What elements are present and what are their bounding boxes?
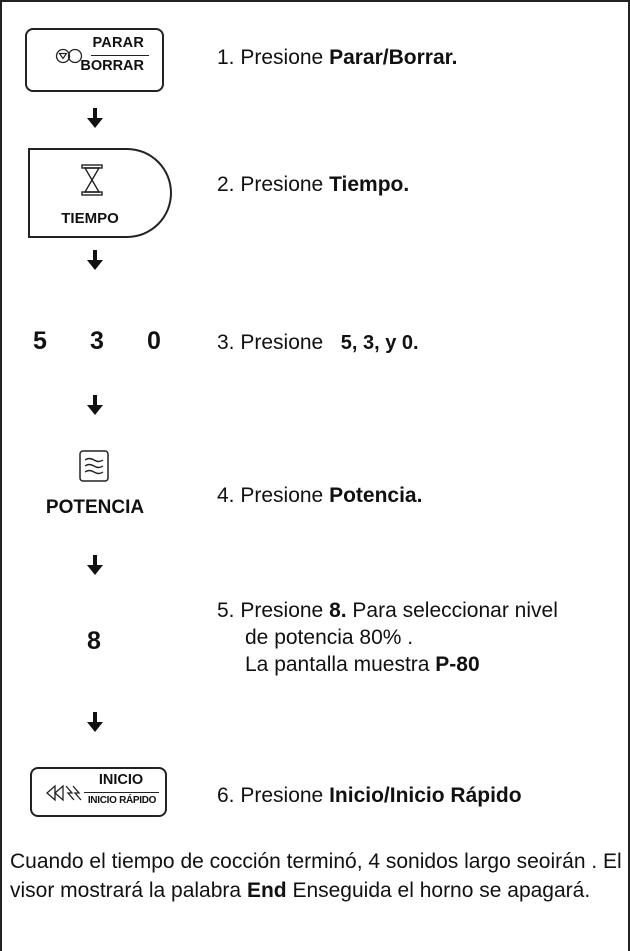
arrow-down-icon <box>87 250 103 270</box>
key-edge <box>28 148 30 238</box>
borrar-label: BORRAR <box>80 58 144 74</box>
tiempo-label: TIEMPO <box>61 210 119 227</box>
step-4-text: 4. Presione Potencia. <box>217 484 423 507</box>
step-5-line-2: de potencia 80% . <box>245 626 414 649</box>
footer-note: Cuando el tiempo de cocción terminó, 4 s… <box>10 850 622 902</box>
number-5: 5 <box>33 327 47 355</box>
step-3-text: 3. Presione 5, 3, y 0. <box>217 331 419 354</box>
step-1-text: 1. Presione Parar/Borrar. <box>217 46 458 69</box>
arrow-down-icon <box>87 395 103 415</box>
inicio-rapido-label: INICIO RÁPIDO <box>87 795 157 806</box>
step-5-text: 5. Presione 8. Para seleccionar nivel <box>217 599 558 622</box>
hourglass-icon <box>81 164 103 196</box>
inicio-label: INICIO <box>98 772 144 788</box>
number-3: 3 <box>90 327 104 355</box>
parar-label: PARAR <box>92 35 144 51</box>
potencia-label: POTENCIA <box>45 497 145 518</box>
step-6-text: 6. Presione Inicio/Inicio Rápido <box>217 784 522 807</box>
number-8: 8 <box>87 627 101 655</box>
power-level-icon <box>79 450 109 482</box>
start-icon <box>46 784 82 802</box>
step-2-text: 2. Presione Tiempo. <box>217 173 410 196</box>
stop-icon <box>55 48 83 64</box>
key-divider <box>91 55 149 56</box>
arrow-down-icon <box>87 712 103 732</box>
tiempo-key[interactable]: TIEMPO <box>30 148 172 238</box>
number-0: 0 <box>147 327 161 355</box>
inicio-key[interactable]: INICIO INICIO RÁPIDO <box>30 767 167 817</box>
parar-borrar-key[interactable]: PARAR BORRAR <box>25 28 164 92</box>
step-5-line-3: La pantalla muestra P-80 <box>245 653 480 676</box>
arrow-down-icon <box>87 555 103 575</box>
arrow-down-icon <box>87 108 103 128</box>
key-divider <box>84 792 159 793</box>
